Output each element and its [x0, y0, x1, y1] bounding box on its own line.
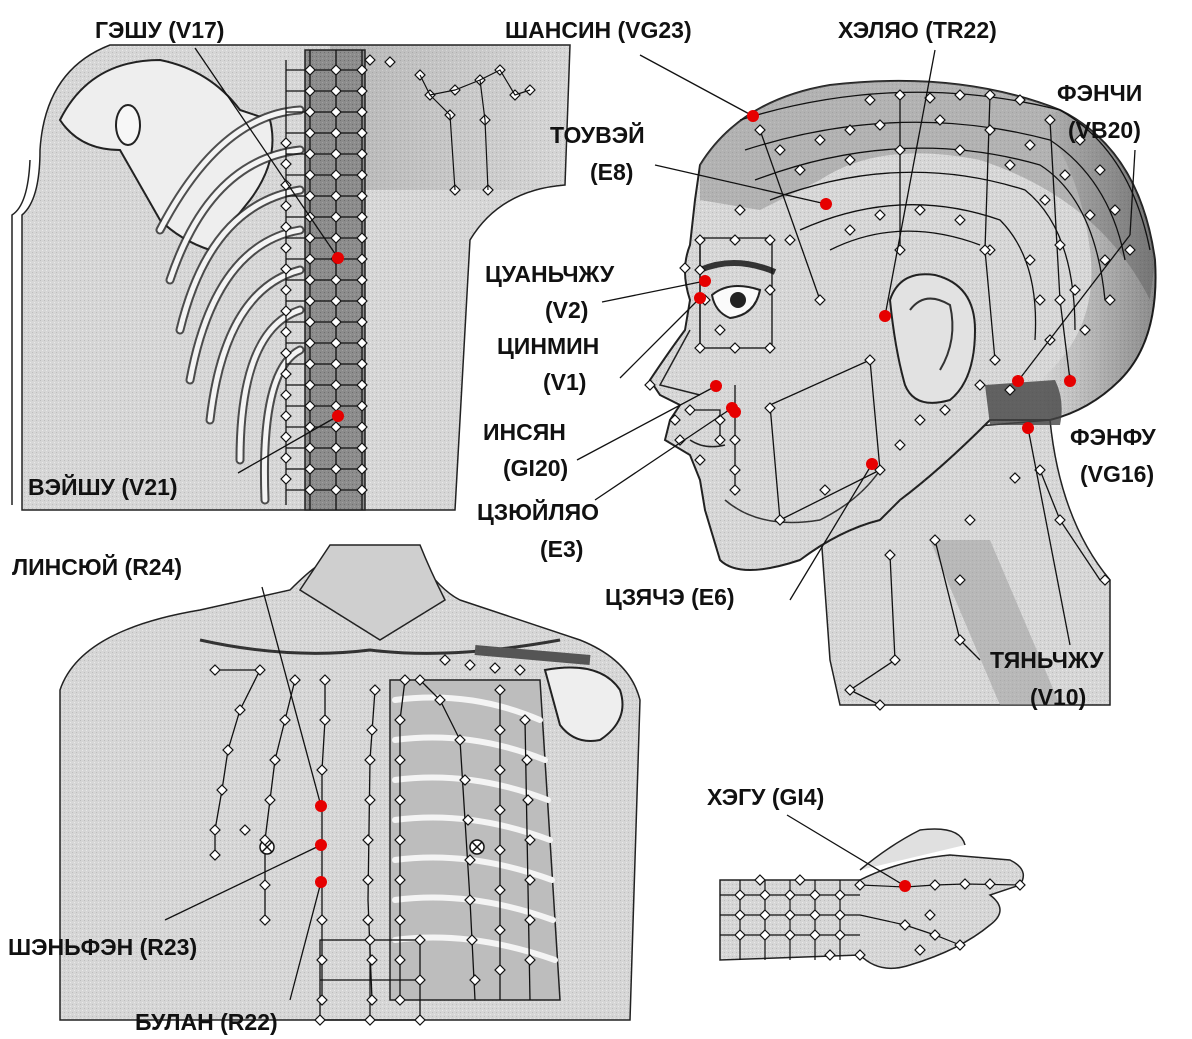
head-figure: [645, 81, 1156, 710]
label-tyanchzhu-code: (V10): [1030, 684, 1086, 710]
label-cuanchzhu-code: (V2): [545, 297, 588, 323]
label-czuyliao: ЦЗЮЙЛЯО: [477, 498, 599, 525]
label-veyshu: ВЭЙШУ (V21): [28, 473, 178, 500]
acupoint-fenfu: [1064, 375, 1076, 387]
hand-figure: [720, 829, 1025, 968]
label-bulan: БУЛАН (R22): [135, 1009, 278, 1035]
acupoint-shansin: [747, 110, 759, 122]
acupoint-bulan: [315, 876, 327, 888]
label-linsyuy: ЛИНСЮЙ (R24): [12, 553, 182, 580]
acupoint-shenfen: [315, 839, 327, 851]
acupoint-hegu: [899, 880, 911, 892]
acupoint-czuyliao-b: [729, 406, 741, 418]
acupoint-czyache: [866, 458, 878, 470]
label-geshu: ГЭШУ (V17): [95, 17, 224, 43]
acupoint-toovei: [820, 198, 832, 210]
label-shansin: ШАНСИН (VG23): [505, 17, 692, 43]
label-toovei-code: (E8): [590, 159, 633, 185]
acupoint-heliao: [879, 310, 891, 322]
label-cuanchzhu: ЦУАНЬЧЖУ: [485, 261, 615, 287]
acupoint-cinmin: [694, 292, 706, 304]
label-insyan: ИНСЯН: [483, 419, 566, 445]
acupoint-tyanchzhu: [1022, 422, 1034, 434]
acupoint-geshu: [332, 252, 344, 264]
acupoint-fenchi: [1012, 375, 1024, 387]
label-fenchi-code: (VB20): [1068, 117, 1141, 143]
label-toovei: ТОУВЭЙ: [550, 121, 645, 148]
label-tyanchzhu: ТЯНЬЧЖУ: [990, 647, 1104, 673]
label-czyache: ЦЗЯЧЭ (E6): [605, 584, 735, 610]
label-hegu: ХЭГУ (GI4): [707, 784, 824, 810]
acupoint-veyshu: [332, 410, 344, 422]
label-insyan-code: (GI20): [503, 455, 568, 481]
label-fenchi: ФЭНЧИ: [1057, 80, 1142, 106]
label-fenfu: ФЭНФУ: [1070, 424, 1156, 450]
acupoint-linsyuy: [315, 800, 327, 812]
label-heliao: ХЭЛЯО (TR22): [838, 17, 997, 43]
label-cinmin: ЦИНМИН: [497, 333, 599, 359]
label-fenfu-code: (VG16): [1080, 461, 1154, 487]
label-czuyliao-code: (E3): [540, 536, 583, 562]
acupoint-insyan: [710, 380, 722, 392]
label-shenfen: ШЭНЬФЭН (R23): [8, 934, 197, 960]
acupoint-cuanchzhu: [699, 275, 711, 287]
label-cinmin-code: (V1): [543, 369, 586, 395]
